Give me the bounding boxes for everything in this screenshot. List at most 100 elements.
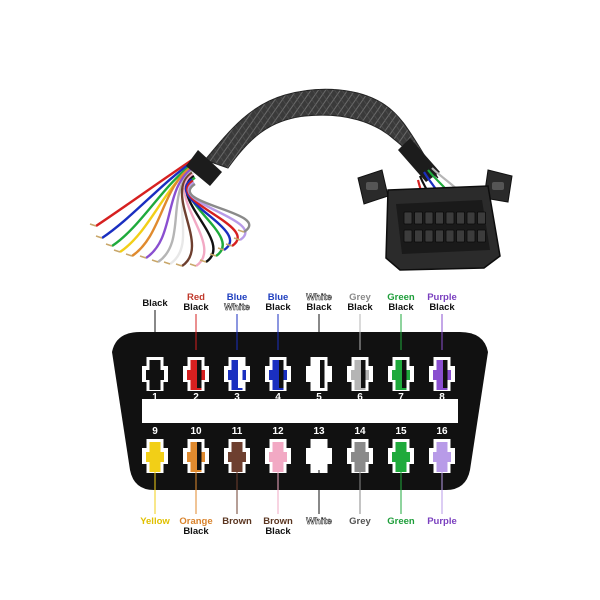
heat-shrink-end xyxy=(186,150,222,186)
pin-core xyxy=(146,360,164,390)
pin-number: 11 xyxy=(232,426,243,437)
connector-cavity xyxy=(424,211,434,225)
connector-cavity xyxy=(445,211,455,225)
pin-4: 4 xyxy=(265,357,291,403)
pin-core xyxy=(392,442,410,472)
pin-12: 12 xyxy=(265,426,291,473)
wire-label-14: Grey xyxy=(349,470,372,527)
pin-3: 3 xyxy=(224,357,250,403)
wire-label-1: Black xyxy=(142,298,168,350)
pin-10: 10 xyxy=(183,426,209,473)
wire-label-text: Red xyxy=(187,292,205,303)
pin-number: 14 xyxy=(354,426,366,437)
wire-label-16: Purple xyxy=(427,470,457,527)
connector-cavity xyxy=(466,211,476,225)
pin-11: 11 xyxy=(224,426,250,473)
wire-label-text: White xyxy=(224,302,250,313)
wire-tip xyxy=(237,229,245,233)
wire-tip xyxy=(105,243,113,247)
connector-cavity xyxy=(477,211,486,225)
pigtail-wire xyxy=(183,173,206,267)
connector-cavity xyxy=(456,229,465,243)
connector-cavity xyxy=(466,229,476,243)
wire-label-text: Orange xyxy=(179,516,212,527)
wire-label-text: Yellow xyxy=(140,516,170,527)
wire-tip xyxy=(113,249,121,253)
wire-label-9: Yellow xyxy=(140,470,170,527)
pin-stripe xyxy=(402,360,407,388)
wire-label-text: White xyxy=(306,516,332,527)
wire-label-text: Black xyxy=(183,302,209,313)
wire-label-text: Purple xyxy=(427,292,457,303)
pigtail-wire xyxy=(184,178,232,251)
pin-number: 8 xyxy=(439,392,445,403)
wire-label-text: Brown xyxy=(263,516,293,527)
connector-cavities xyxy=(403,211,486,243)
wire-label-text: Black xyxy=(429,302,455,313)
wire-label-text: Green xyxy=(387,516,415,527)
pin-number: 9 xyxy=(152,426,158,437)
obd-connector-body xyxy=(357,169,513,271)
wire-tip xyxy=(217,247,225,251)
wire-label-text: Black xyxy=(388,302,414,313)
connector-cavity xyxy=(414,229,423,243)
pin-number: 10 xyxy=(190,426,202,437)
pin-number: 15 xyxy=(395,426,407,437)
wire-tip xyxy=(125,253,133,257)
pin-stripe xyxy=(361,360,366,388)
wire-tip xyxy=(175,263,183,267)
pin-13: 13 xyxy=(306,426,332,473)
pin-stripe xyxy=(238,360,243,388)
pin-stripe xyxy=(443,360,448,388)
wire-tip xyxy=(189,263,197,267)
pigtail-wires xyxy=(89,159,251,267)
wire-tip xyxy=(89,223,97,227)
wire-label-text: Brown xyxy=(222,516,252,527)
wire-label-text: Blue xyxy=(227,292,248,303)
pin-14: 14 xyxy=(347,426,373,473)
connector-cavity xyxy=(445,229,455,243)
wire-label-text: Black xyxy=(265,526,291,537)
connector-cavity xyxy=(403,211,413,225)
wire-label-text: Black xyxy=(142,298,168,309)
pin-number: 13 xyxy=(313,426,325,437)
wire-label-text: Purple xyxy=(427,516,457,527)
pin-number: 1 xyxy=(152,392,158,403)
wire-label-text: Grey xyxy=(349,292,371,303)
wire-label-13: White xyxy=(306,470,332,527)
labels-layer: BlackRedBlackBlueWhiteBlueBlackWhiteBlac… xyxy=(140,292,457,537)
pin-2: 2 xyxy=(183,357,209,403)
pin-16: 16 xyxy=(429,426,455,473)
wire-label-text: Grey xyxy=(349,516,371,527)
connector-cavity xyxy=(424,229,434,243)
connector-cavity xyxy=(435,211,444,225)
connector-divider xyxy=(142,399,458,423)
pigtail-wire xyxy=(145,167,194,259)
pin-number: 4 xyxy=(275,392,281,403)
pin-15: 15 xyxy=(388,426,414,473)
pin-1: 1 xyxy=(142,357,168,403)
wire-label-text: Blue xyxy=(268,292,289,303)
pigtail-wire xyxy=(188,183,251,233)
pin-number: 5 xyxy=(316,392,322,403)
wire-tip xyxy=(163,261,171,265)
wire-tip xyxy=(199,259,207,263)
pin-number: 6 xyxy=(357,392,363,403)
wire-label-text: Black xyxy=(183,526,209,537)
pin-5: 5 xyxy=(306,357,332,403)
pin-stripe xyxy=(197,360,202,388)
wire-label-15: Green xyxy=(387,470,415,527)
pin-8: 8 xyxy=(429,357,455,403)
